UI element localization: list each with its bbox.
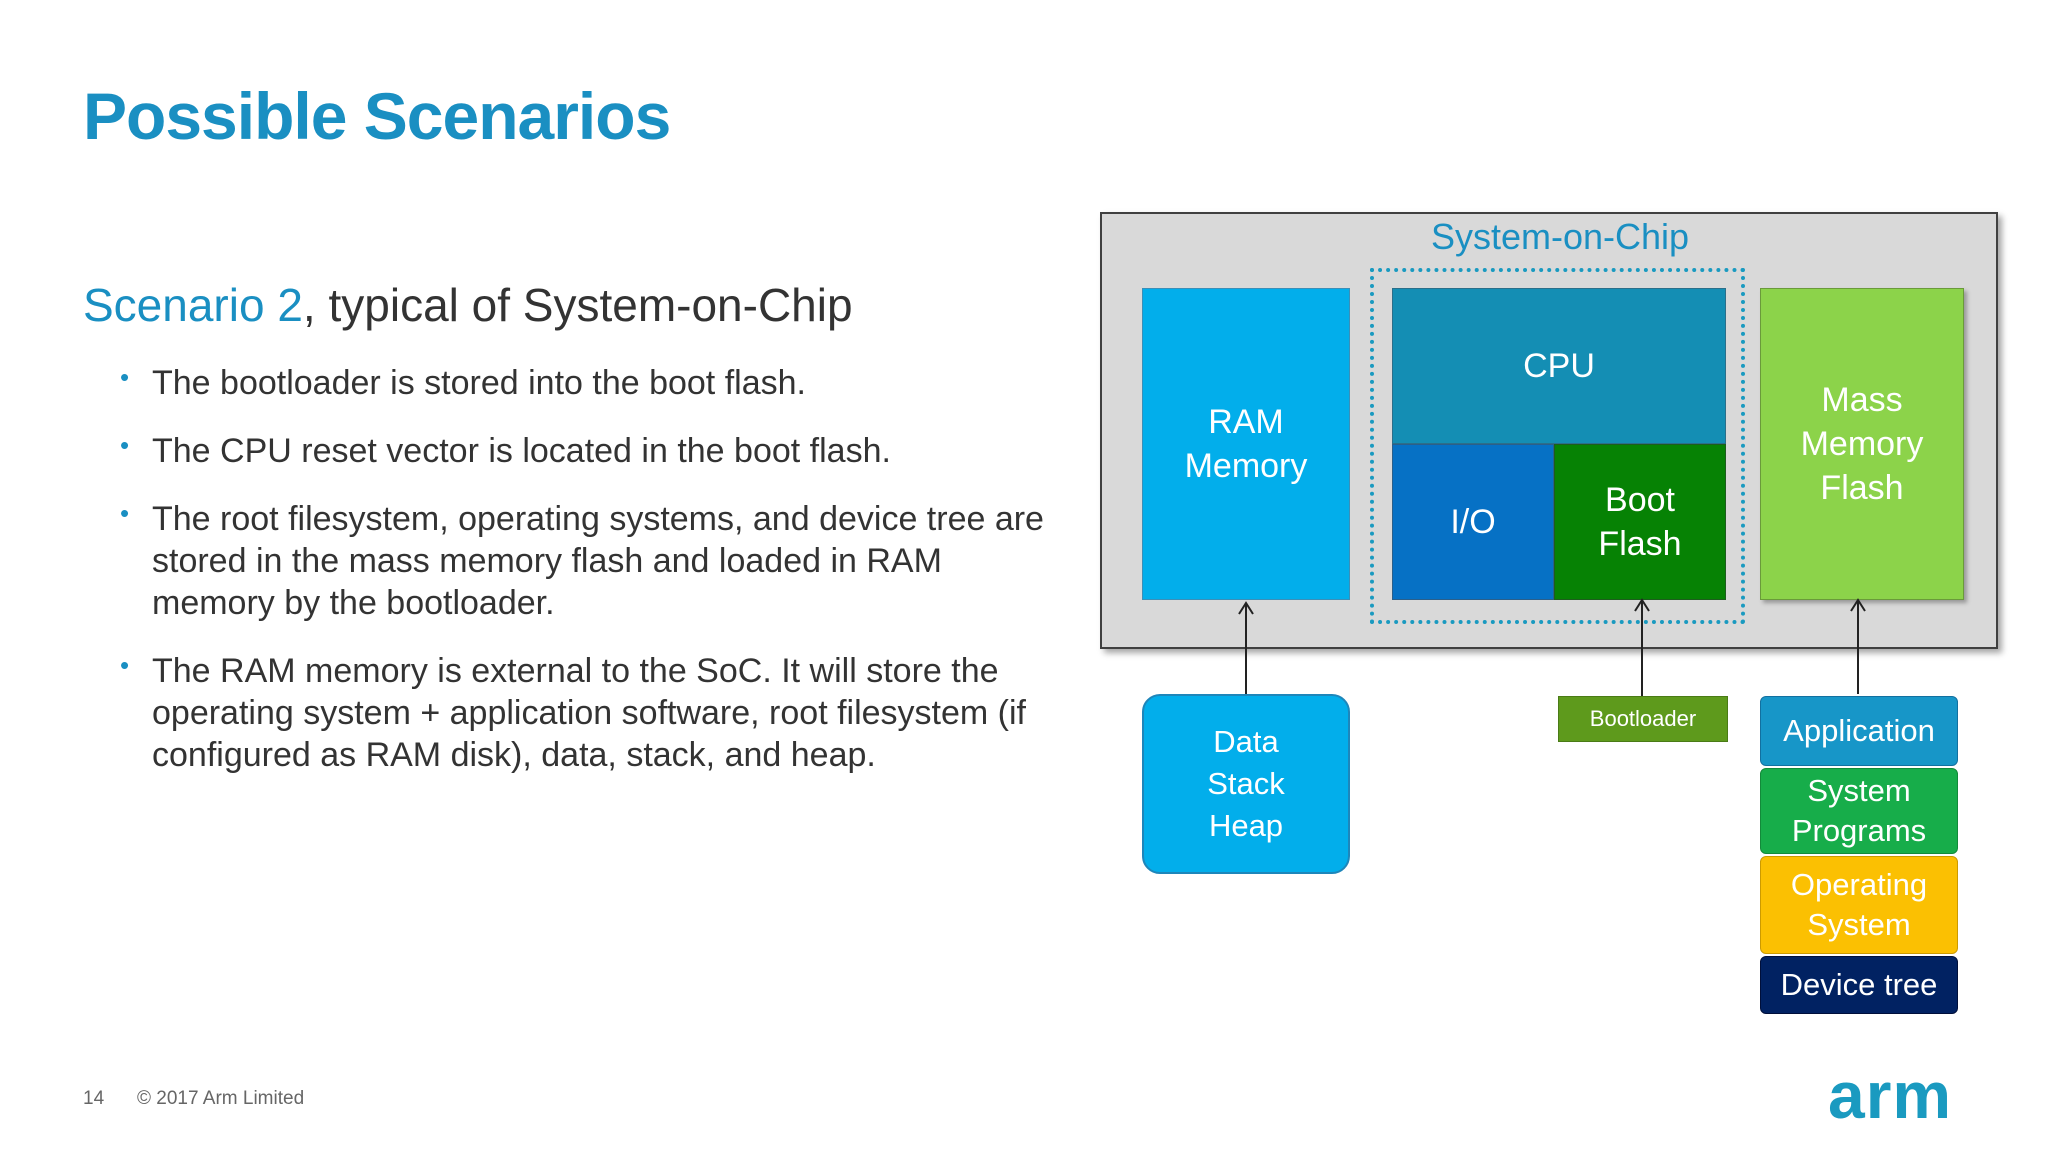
subtitle-accent: Scenario 2 <box>83 279 303 331</box>
application-block: Application <box>1760 696 1958 766</box>
boot-flash-block: Boot Flash <box>1554 444 1726 600</box>
bullet-item: The bootloader is stored into the boot f… <box>120 356 1060 404</box>
operating-system-block: Operating System <box>1760 856 1958 954</box>
arm-logo: arm <box>1828 1058 1953 1132</box>
bootloader-block: Bootloader <box>1558 696 1728 742</box>
ram-memory-block: RAM Memory <box>1142 288 1350 600</box>
cpu-block: CPU <box>1392 288 1726 444</box>
copyright-text: © 2017 Arm Limited <box>137 1088 305 1109</box>
soc-label: System-on-Chip <box>1430 216 1690 257</box>
soc-boundary <box>1370 268 1745 624</box>
mass-memory-flash-block: Mass Memory Flash <box>1760 288 1964 600</box>
page-number: 14 <box>83 1088 105 1109</box>
io-block: I/O <box>1392 444 1554 600</box>
slide-title: Possible Scenarios <box>83 79 671 153</box>
system-programs-block: System Programs <box>1760 768 1958 854</box>
slide-subtitle: Scenario 2, typical of System-on-Chip <box>83 278 853 332</box>
bullet-item: The CPU reset vector is located in the b… <box>120 424 1060 472</box>
data-stack-heap-block: Data Stack Heap <box>1142 694 1350 874</box>
device-tree-block: Device tree <box>1760 956 1958 1014</box>
bullet-list: The bootloader is stored into the boot f… <box>120 356 1060 802</box>
bullet-item: The RAM memory is external to the SoC. I… <box>120 644 1060 776</box>
bullet-item: The root filesystem, operating systems, … <box>120 492 1060 624</box>
subtitle-rest: , typical of System-on-Chip <box>302 279 853 331</box>
